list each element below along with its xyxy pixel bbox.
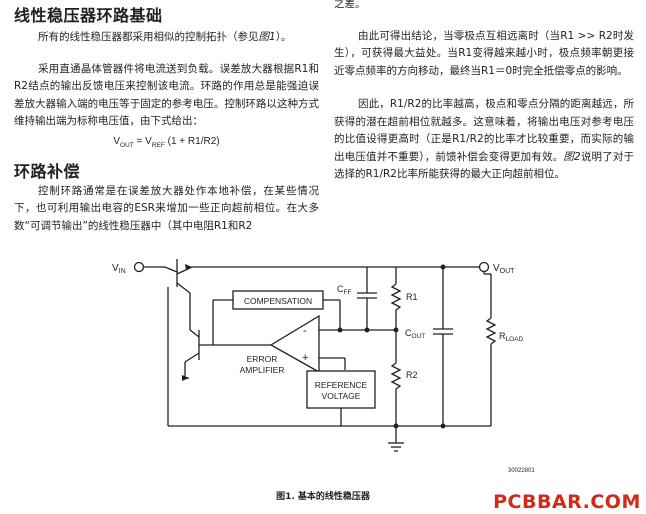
paragraph-pole-zero: 由此可得出结论，当零极点互相远离时（当R1 >> R2时发生），可获得最大益处。… [334,29,634,77]
right-column: 之差。 由此可得出结论，当零极点互相远离时（当R1 >> R2时发生），可获得最… [334,0,634,184]
cout-label: COUT [405,328,425,340]
figure-1-reference[interactable]: 图1 [258,31,276,43]
voltage-label: VOLTAGE [322,391,361,401]
amplifier-label: AMPLIFIER [240,365,285,375]
vin-label: VIN [112,263,126,275]
vout-terminal [478,261,490,273]
reference-label: REFERENCE [315,380,368,390]
error-amplifier [269,314,320,374]
amp-inverting-input: - [303,325,307,337]
figure-id: 30022801 [508,468,535,474]
vout-formula: VOUT = VREF (1 + R1/R2) [113,135,220,149]
section-heading-loop-compensation: 环路补偿 [14,161,81,181]
compensation-label: COMPENSATION [244,296,312,306]
paragraph-topology: 所有的线性稳压器都采用相似的控制拓扑（参见图1）。 [38,31,292,43]
vin-terminal [133,261,145,273]
r2-resistor [390,362,402,390]
paragraph-compensation: 控制环路通常是在误差放大器处作本地补偿，在某些情况下，也可利用输出电容的ESR来… [14,184,319,232]
figure-caption: 图1. 基本的线性稳压器 [276,492,370,502]
amp-noninverting-input: + [302,352,308,364]
cff-label: CFF [337,284,351,296]
error-label: ERROR [247,354,278,364]
r1-label: R1 [406,292,418,302]
left-column: 线性稳压器环路基础 所有的线性稳压器都采用相似的控制拓扑（参见图1）。 采用直通… [14,0,319,235]
rload-resistor [485,317,497,345]
section-heading-loop-basics: 线性稳压器环路基础 [14,6,163,25]
reference-voltage-block [306,370,376,409]
paragraph-continuation: 之差。 [334,0,366,10]
figure-2-reference[interactable]: 图2 [563,150,581,163]
r2-label: R2 [406,370,418,380]
watermark-logo: PCBBAR.COM [488,490,646,514]
vout-label: VOUT [493,263,515,275]
rload-label: RLOAD [499,331,524,343]
paragraph-ratio: 因此，R1/R2的比率越高，极点和零点分隔的距离越远，所获得的潜在超前相位就越多… [334,98,635,180]
r1-resistor [390,283,402,311]
paragraph-pass-transistor: 采用直通晶体管器件将电流送到负载。误差放大器根据R1和R2结点的输出反馈电压来控… [14,62,319,128]
